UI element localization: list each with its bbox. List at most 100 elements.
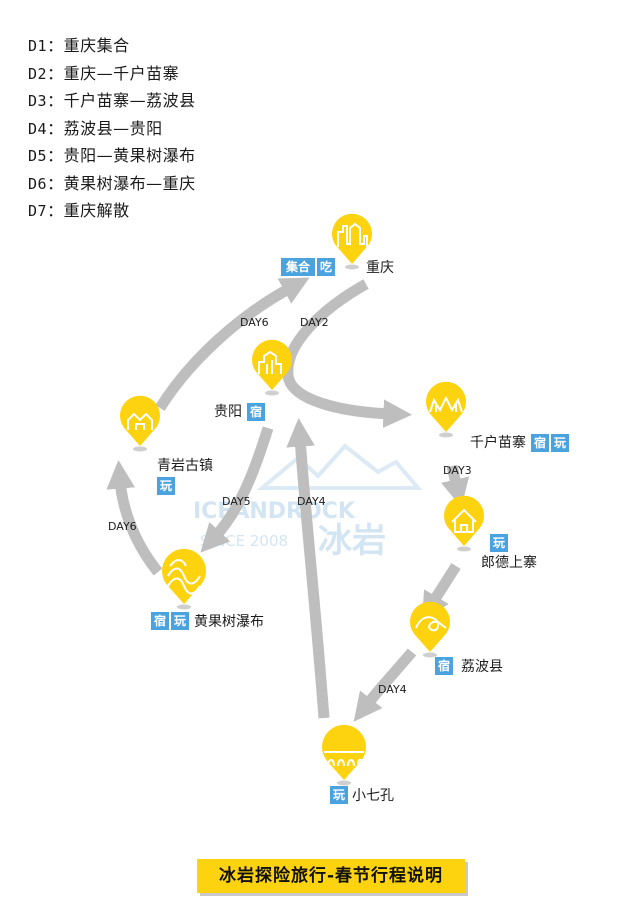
stop-qianhu: 千户苗寨 宿 玩: [426, 381, 569, 452]
tag-text: 玩: [174, 614, 186, 628]
tag-text: 玩: [160, 479, 172, 493]
itinerary-item: D7：重庆解散: [28, 197, 196, 225]
separator: ：: [47, 118, 64, 138]
tag-badge: [435, 657, 453, 675]
landscape-icon: [415, 616, 447, 632]
route-text: 重庆解散: [63, 201, 130, 220]
route-text: 贵阳—黄果树瀑布: [63, 146, 196, 165]
city-skyline-icon: [337, 222, 368, 247]
tag-badge: [157, 477, 175, 495]
arrow-guiyang-to-huangguoshu: [200, 426, 274, 553]
separator: ：: [47, 91, 64, 110]
pin-shadow: [457, 546, 471, 552]
itinerary-item: D2：重庆—千户苗寨: [28, 60, 196, 88]
watermark-brand: ICEANDROCK: [193, 499, 356, 524]
tag-badge: [171, 612, 189, 630]
tag-badge: [531, 434, 549, 452]
tag-text: 玩: [554, 436, 566, 450]
pin-shadow: [345, 264, 359, 270]
arrow-langde-to-libo: [421, 563, 461, 622]
day-code: D1: [28, 37, 48, 55]
separator: ：: [47, 173, 64, 193]
village-roofs-icon: [429, 395, 463, 413]
day-code: D4: [28, 119, 48, 138]
arrow-huangguoshu-to-qingyan: [106, 460, 163, 576]
day-label: DAY4: [378, 683, 407, 696]
day-label: DAY6: [240, 316, 269, 329]
ancient-town-icon: [127, 412, 153, 430]
tag-badge: [490, 534, 508, 552]
stop-guiyang: 贵阳 宿: [214, 339, 292, 421]
tag-text: 宿: [250, 404, 262, 419]
itinerary-item: D5：贵阳—黄果树瀑布: [28, 142, 196, 170]
separator: ：: [47, 63, 64, 83]
stop-huangguoshu: 宿 玩 黄果树瀑布: [151, 548, 264, 630]
city-buildings-icon: [258, 350, 282, 374]
stop-name: 千户苗寨: [470, 434, 526, 451]
itinerary-list: D1：重庆集合 D2：重庆—千户苗寨 D3：千户苗寨—荔波县 D4：荔波县—贵阳…: [28, 32, 196, 225]
itinerary-item: D1：重庆集合: [28, 32, 196, 60]
arrow-chongqing-to-qianhu: [282, 279, 413, 428]
separator: ：: [47, 36, 64, 55]
pin-shadow: [177, 604, 191, 610]
watermark-mountain-icon: [256, 443, 423, 490]
stop-chongqing: 集合 吃 重庆: [281, 213, 394, 276]
day-code: D3: [28, 92, 48, 110]
tag-text: 宿: [534, 435, 546, 450]
stop-name: 青岩古镇: [157, 458, 213, 474]
stop-name: 贵阳: [214, 404, 242, 420]
tag-badge: [151, 612, 169, 630]
house-icon: [451, 508, 477, 533]
stop-name: 小七孔: [352, 788, 394, 804]
route-text: 重庆集合: [63, 36, 130, 55]
day-code: D6: [28, 174, 48, 193]
itinerary-item: D6：黄果树瀑布—重庆: [28, 170, 196, 198]
route-text: 重庆—千户苗寨: [63, 63, 180, 83]
pin-shadow: [439, 432, 453, 438]
arrow-xiaoqikong-to-guiyang: [286, 418, 330, 719]
arch-bridge-icon: [324, 751, 364, 767]
pin-shadow: [423, 652, 437, 658]
day-label: DAY3: [443, 464, 472, 477]
pin-shadow: [265, 390, 279, 396]
day-label: DAY5: [222, 495, 251, 508]
separator: ：: [47, 201, 64, 220]
day-label: DAY6: [108, 520, 137, 533]
pin-shadow: [133, 446, 147, 452]
day-code: D5: [28, 147, 48, 165]
tag-text: 玩: [493, 536, 505, 550]
stop-name: 荔波县: [461, 659, 503, 675]
tag-badge: [330, 786, 348, 804]
stop-name: 重庆: [366, 260, 394, 276]
itinerary-item: D3：千户苗寨—荔波县: [28, 87, 196, 115]
route-text: 荔波县—贵阳: [63, 118, 163, 138]
tag-badge: [551, 434, 569, 452]
day-label: DAY4: [297, 495, 326, 508]
route-text: 黄果树瀑布—重庆: [63, 173, 196, 193]
tag-text: 宿: [154, 613, 166, 628]
tag-badge: [281, 258, 315, 276]
arrow-qianhu-to-langde: [441, 464, 470, 508]
day-code: D2: [28, 64, 48, 83]
day-code: D7: [28, 202, 48, 220]
pin-marker: [426, 381, 466, 432]
stop-libo: 宿 荔波县: [410, 601, 503, 675]
itinerary-item: D4：荔波县—贵阳: [28, 115, 196, 143]
tag-text: 宿: [438, 658, 450, 673]
stop-xiaoqikong: 玩 小七孔: [322, 724, 394, 804]
stop-langde: 玩 郎德上寨: [444, 495, 537, 571]
tag-text: 集合: [285, 259, 311, 274]
watermark-cn: 冰岩: [318, 521, 386, 561]
tag-badge: [247, 403, 265, 421]
arrow-libo-to-xiaoqikong: [353, 648, 417, 722]
arrow-qingyan-to-chongqing: [155, 277, 310, 411]
pin-shadow: [337, 780, 351, 786]
stop-name: 郎德上寨: [481, 554, 537, 571]
stop-qingyan: 青岩古镇 玩: [120, 395, 213, 495]
waterfall-icon: [167, 559, 201, 595]
tag-text: 吃: [320, 259, 332, 274]
pin-marker: [444, 495, 484, 546]
footer-banner: 冰岩探险旅行-春节行程说明: [197, 859, 465, 893]
tag-badge: [317, 258, 335, 276]
